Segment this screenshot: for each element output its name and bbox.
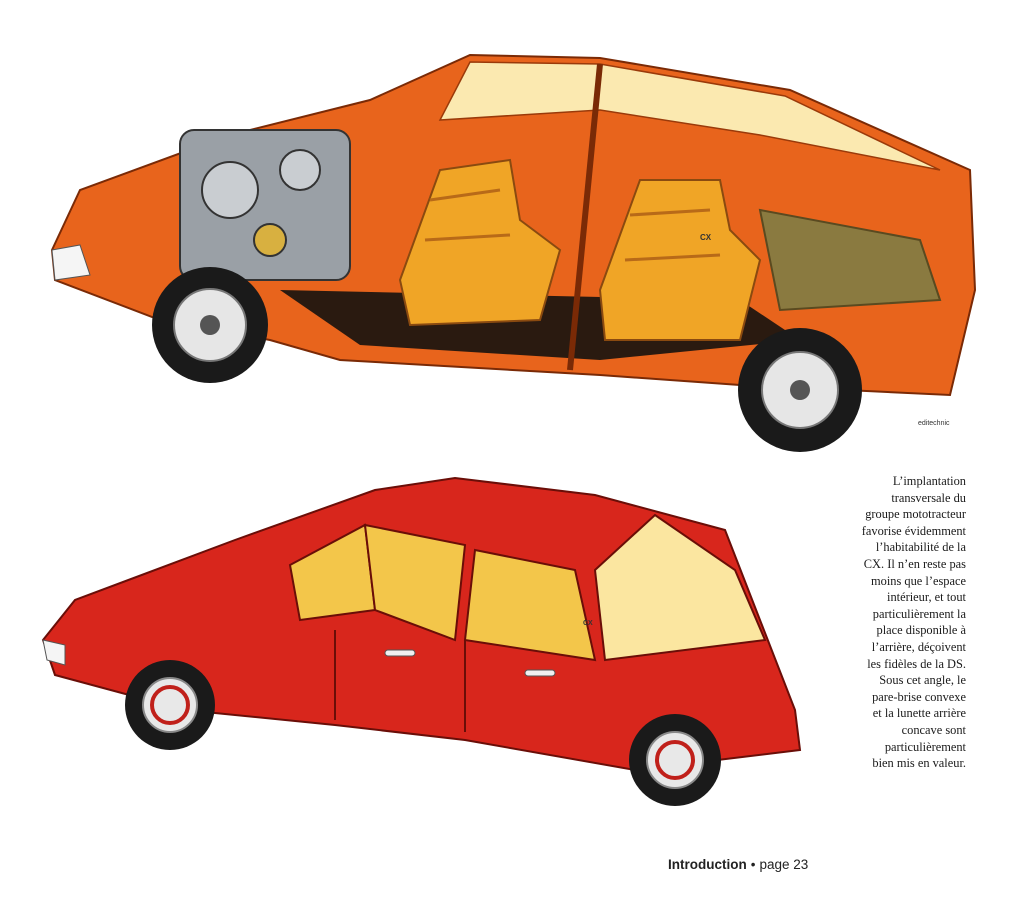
cutaway-artist-signature: editechnic	[918, 420, 950, 427]
caption-line: concave sont	[901, 722, 966, 737]
folio-section-title: Introduction	[668, 857, 747, 872]
folio-separator: •	[750, 857, 756, 872]
caption-line: l’habitabilité de la	[875, 540, 966, 555]
exterior-rear-door-handle	[524, 669, 556, 677]
caption-line: place disponible à	[876, 623, 966, 638]
exterior-front-wheel	[125, 660, 215, 750]
cutaway-boot	[758, 208, 942, 312]
cutaway-front-wheel	[152, 267, 268, 383]
caption-line: moins que l’espace	[871, 573, 966, 588]
page-folio: Introduction•page 23	[668, 857, 808, 872]
exterior-car-illustration: CX	[41, 476, 802, 806]
exterior-front-door-handle	[384, 649, 416, 657]
caption-paragraph: L’implantation transversale du groupe mo…	[828, 473, 966, 772]
cutaway-engine	[179, 129, 351, 281]
exterior-front-window	[363, 523, 467, 642]
caption-line: Sous cet angle, le	[879, 673, 966, 688]
caption-line: favorise évidemment	[861, 523, 966, 538]
caption-line: particulièrement	[884, 739, 966, 754]
caption-line: groupe mototracteur	[865, 507, 966, 522]
cutaway-front-seat	[398, 158, 562, 327]
cutaway-headlamp	[51, 244, 91, 281]
caption-line: CX. Il n’en reste pas	[863, 556, 966, 571]
exterior-cx-badge: CX	[583, 620, 593, 627]
exterior-headlamp	[42, 639, 66, 666]
cutaway-cx-badge: CX	[700, 233, 712, 242]
cutaway-b-pillar	[567, 63, 603, 371]
exterior-rear-quarter-glass	[593, 513, 767, 662]
caption-line: bien mis en valeur.	[872, 756, 966, 771]
caption-line: particulièrement la	[872, 606, 966, 621]
caption-line: L’implantation	[892, 474, 966, 488]
caption-line: intérieur, et tout	[887, 590, 966, 605]
caption-line: et la lunette arrière	[872, 706, 966, 721]
cutaway-rear-wheel	[738, 328, 862, 452]
caption-line: les fidèles de la DS.	[867, 656, 966, 671]
caption-line: transversale du	[891, 490, 966, 505]
caption-line: pare-brise convexe	[872, 689, 966, 704]
cutaway-roof-glass	[438, 61, 941, 171]
cutaway-car-illustration: CX editechnic	[50, 53, 977, 452]
caption-line: l’arrière, déçoivent	[871, 639, 966, 654]
exterior-rear-wheel	[629, 714, 721, 806]
exterior-rear-window	[463, 548, 597, 662]
folio-page-number: page 23	[759, 857, 809, 872]
cutaway-rear-seat	[598, 179, 762, 341]
